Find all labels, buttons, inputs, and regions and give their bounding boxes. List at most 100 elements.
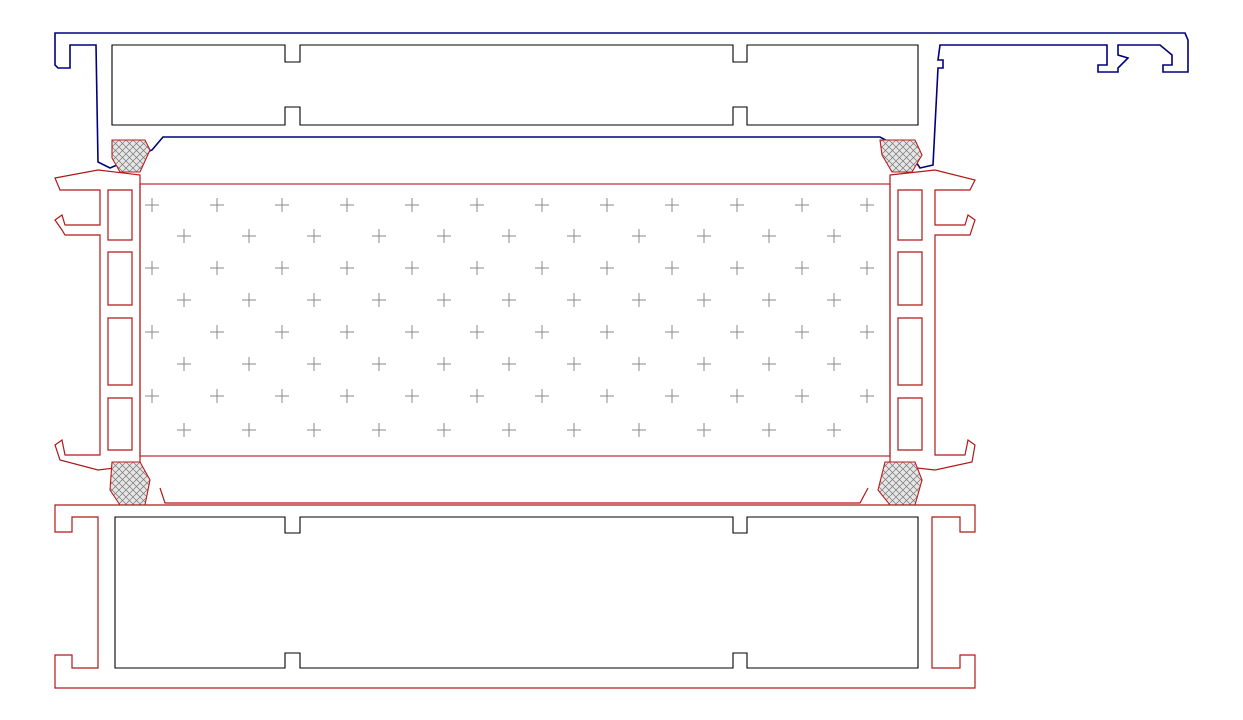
insulation-cross bbox=[210, 198, 224, 212]
insulation-cross bbox=[502, 293, 516, 307]
insulation-cross bbox=[210, 389, 224, 403]
insulation-cross bbox=[372, 357, 386, 371]
left-thermal-break-top bbox=[111, 139, 151, 173]
insulation-cross bbox=[177, 423, 191, 437]
insulation-cross bbox=[535, 198, 549, 212]
insulation-cross bbox=[535, 261, 549, 275]
insulation-cross bbox=[145, 261, 159, 275]
insulation-cross bbox=[145, 198, 159, 212]
right-profile-outline bbox=[889, 169, 976, 471]
insulation-cross bbox=[762, 293, 776, 307]
insulation-cross bbox=[730, 198, 744, 212]
insulation-cross bbox=[437, 357, 451, 371]
insulation-cross bbox=[470, 261, 484, 275]
right-thermal-break-bottom bbox=[877, 461, 923, 506]
insulation-cross bbox=[665, 389, 679, 403]
insulation-cross bbox=[437, 423, 451, 437]
insulation-cross bbox=[275, 198, 289, 212]
insulation-cross bbox=[730, 389, 744, 403]
insulation-cross bbox=[177, 229, 191, 243]
right-profile-chambers bbox=[897, 189, 923, 451]
insulation-cross bbox=[665, 198, 679, 212]
bottom-frame-outline bbox=[54, 504, 976, 689]
insulation-cross bbox=[372, 293, 386, 307]
insulation-cross bbox=[340, 261, 354, 275]
insulation-cross bbox=[275, 389, 289, 403]
bottom-frame-lip bbox=[159, 487, 869, 504]
insulation-cross bbox=[372, 423, 386, 437]
insulation-cross bbox=[405, 198, 419, 212]
insulation-cross bbox=[567, 423, 581, 437]
insulation-cross bbox=[470, 325, 484, 339]
insulation-cross bbox=[665, 261, 679, 275]
insulation-cross bbox=[665, 325, 679, 339]
insulation-cross bbox=[827, 423, 841, 437]
insulation-cross bbox=[275, 261, 289, 275]
insulation-cross bbox=[275, 325, 289, 339]
insulation-cross bbox=[762, 229, 776, 243]
insulation-crosses bbox=[145, 198, 874, 437]
insulation-cross bbox=[795, 325, 809, 339]
insulation-cross bbox=[860, 325, 874, 339]
bottom-inner-panel bbox=[114, 516, 919, 669]
insulation-cross bbox=[697, 229, 711, 243]
insulation-cross bbox=[567, 357, 581, 371]
insulation-cross bbox=[632, 229, 646, 243]
insulation-cross bbox=[372, 229, 386, 243]
insulation-cross bbox=[437, 229, 451, 243]
insulation-cross bbox=[697, 357, 711, 371]
insulation-cross bbox=[795, 389, 809, 403]
left-profile-chambers bbox=[107, 189, 133, 451]
insulation-cross bbox=[860, 261, 874, 275]
insulation-cross bbox=[795, 198, 809, 212]
insulation-cross bbox=[307, 229, 321, 243]
insulation-cross bbox=[827, 357, 841, 371]
insulation-cross bbox=[827, 229, 841, 243]
top-inner-panel bbox=[111, 44, 919, 126]
insulation-cross bbox=[145, 389, 159, 403]
insulation-cross bbox=[795, 261, 809, 275]
insulation-cross bbox=[730, 325, 744, 339]
insulation-cross bbox=[730, 261, 744, 275]
insulation-cross bbox=[470, 389, 484, 403]
insulation-cross bbox=[567, 229, 581, 243]
insulation-cross bbox=[697, 423, 711, 437]
insulation-cross bbox=[600, 325, 614, 339]
insulation-cross bbox=[632, 293, 646, 307]
insulation-cross bbox=[242, 229, 256, 243]
insulation-cross bbox=[470, 198, 484, 212]
insulation-cross bbox=[210, 261, 224, 275]
insulation-cross bbox=[860, 198, 874, 212]
insulation-cross bbox=[437, 293, 451, 307]
top-frame-outline bbox=[54, 32, 1189, 169]
insulation-cross bbox=[567, 293, 581, 307]
insulation-cross bbox=[177, 293, 191, 307]
insulation-cross bbox=[405, 261, 419, 275]
insulation-cross bbox=[307, 357, 321, 371]
insulation-cross bbox=[600, 198, 614, 212]
insulation-cross bbox=[762, 357, 776, 371]
insulation-cross bbox=[860, 389, 874, 403]
right-thermal-break-top bbox=[879, 139, 923, 173]
insulation-cross bbox=[307, 293, 321, 307]
insulation-cross bbox=[535, 325, 549, 339]
insulation-cross bbox=[535, 389, 549, 403]
insulation-cross bbox=[340, 325, 354, 339]
insulation-cross bbox=[762, 423, 776, 437]
insulation-cross bbox=[210, 325, 224, 339]
left-profile-outline bbox=[54, 169, 141, 471]
insulation-cross bbox=[145, 325, 159, 339]
insulation-cross bbox=[502, 357, 516, 371]
insulation-cross bbox=[340, 198, 354, 212]
insulation-cross bbox=[405, 325, 419, 339]
insulation-cross bbox=[632, 423, 646, 437]
left-thermal-break-bottom bbox=[109, 461, 151, 506]
insulation-cross bbox=[405, 389, 419, 403]
insulation-cross bbox=[242, 357, 256, 371]
insulation-cross bbox=[307, 423, 321, 437]
insulation-cross bbox=[827, 293, 841, 307]
insulation-cross bbox=[502, 229, 516, 243]
insulation-cross bbox=[600, 261, 614, 275]
insulation-cross bbox=[697, 293, 711, 307]
